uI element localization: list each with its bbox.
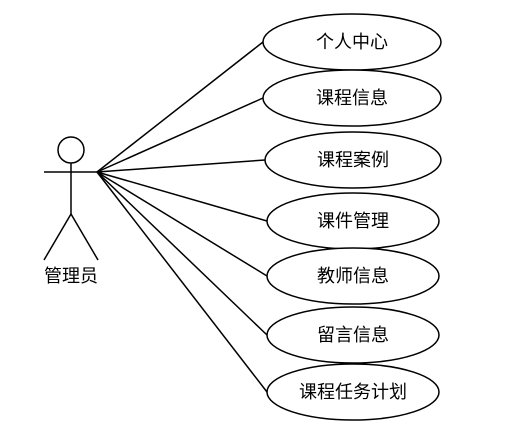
use-case-7: 课程任务计划 [266,363,440,421]
use-case-6: 留言信息 [266,306,440,364]
use-case-label-7: 课程任务计划 [299,382,407,403]
use-case-ellipse-3 [264,131,442,189]
use-case-label-2: 课程信息 [316,88,388,109]
use-case-label-3: 课程案例 [317,150,389,171]
use-case-ellipse-2 [262,69,442,127]
use-case-1: 个人中心 [262,13,442,71]
use-case-3: 课程案例 [264,131,442,189]
use-case-2: 课程信息 [262,69,442,127]
use-case-ellipse-7 [266,363,440,421]
association-line-2 [96,97,264,173]
actor-left-leg [43,213,72,261]
actor-right-leg [70,213,99,261]
use-case-label-5: 教师信息 [317,266,389,287]
actor-head [57,136,85,164]
actor: 管理员 [43,136,99,287]
use-case-label-1: 个人中心 [316,32,388,53]
use-case-ellipse-6 [266,306,440,364]
actor-label: 管理员 [44,266,98,287]
use-case-5: 教师信息 [266,247,440,305]
use-case-4: 课件管理 [266,192,440,250]
association-line-1 [96,41,264,173]
association-lines [96,41,268,393]
association-line-6 [96,171,268,336]
use-case-ellipse-5 [266,247,440,305]
association-line-3 [96,159,266,173]
association-line-7 [96,171,268,393]
association-line-5 [96,171,268,277]
association-line-4 [96,171,268,222]
use-case-label-4: 课件管理 [317,211,389,232]
use-case-label-6: 留言信息 [317,325,389,346]
